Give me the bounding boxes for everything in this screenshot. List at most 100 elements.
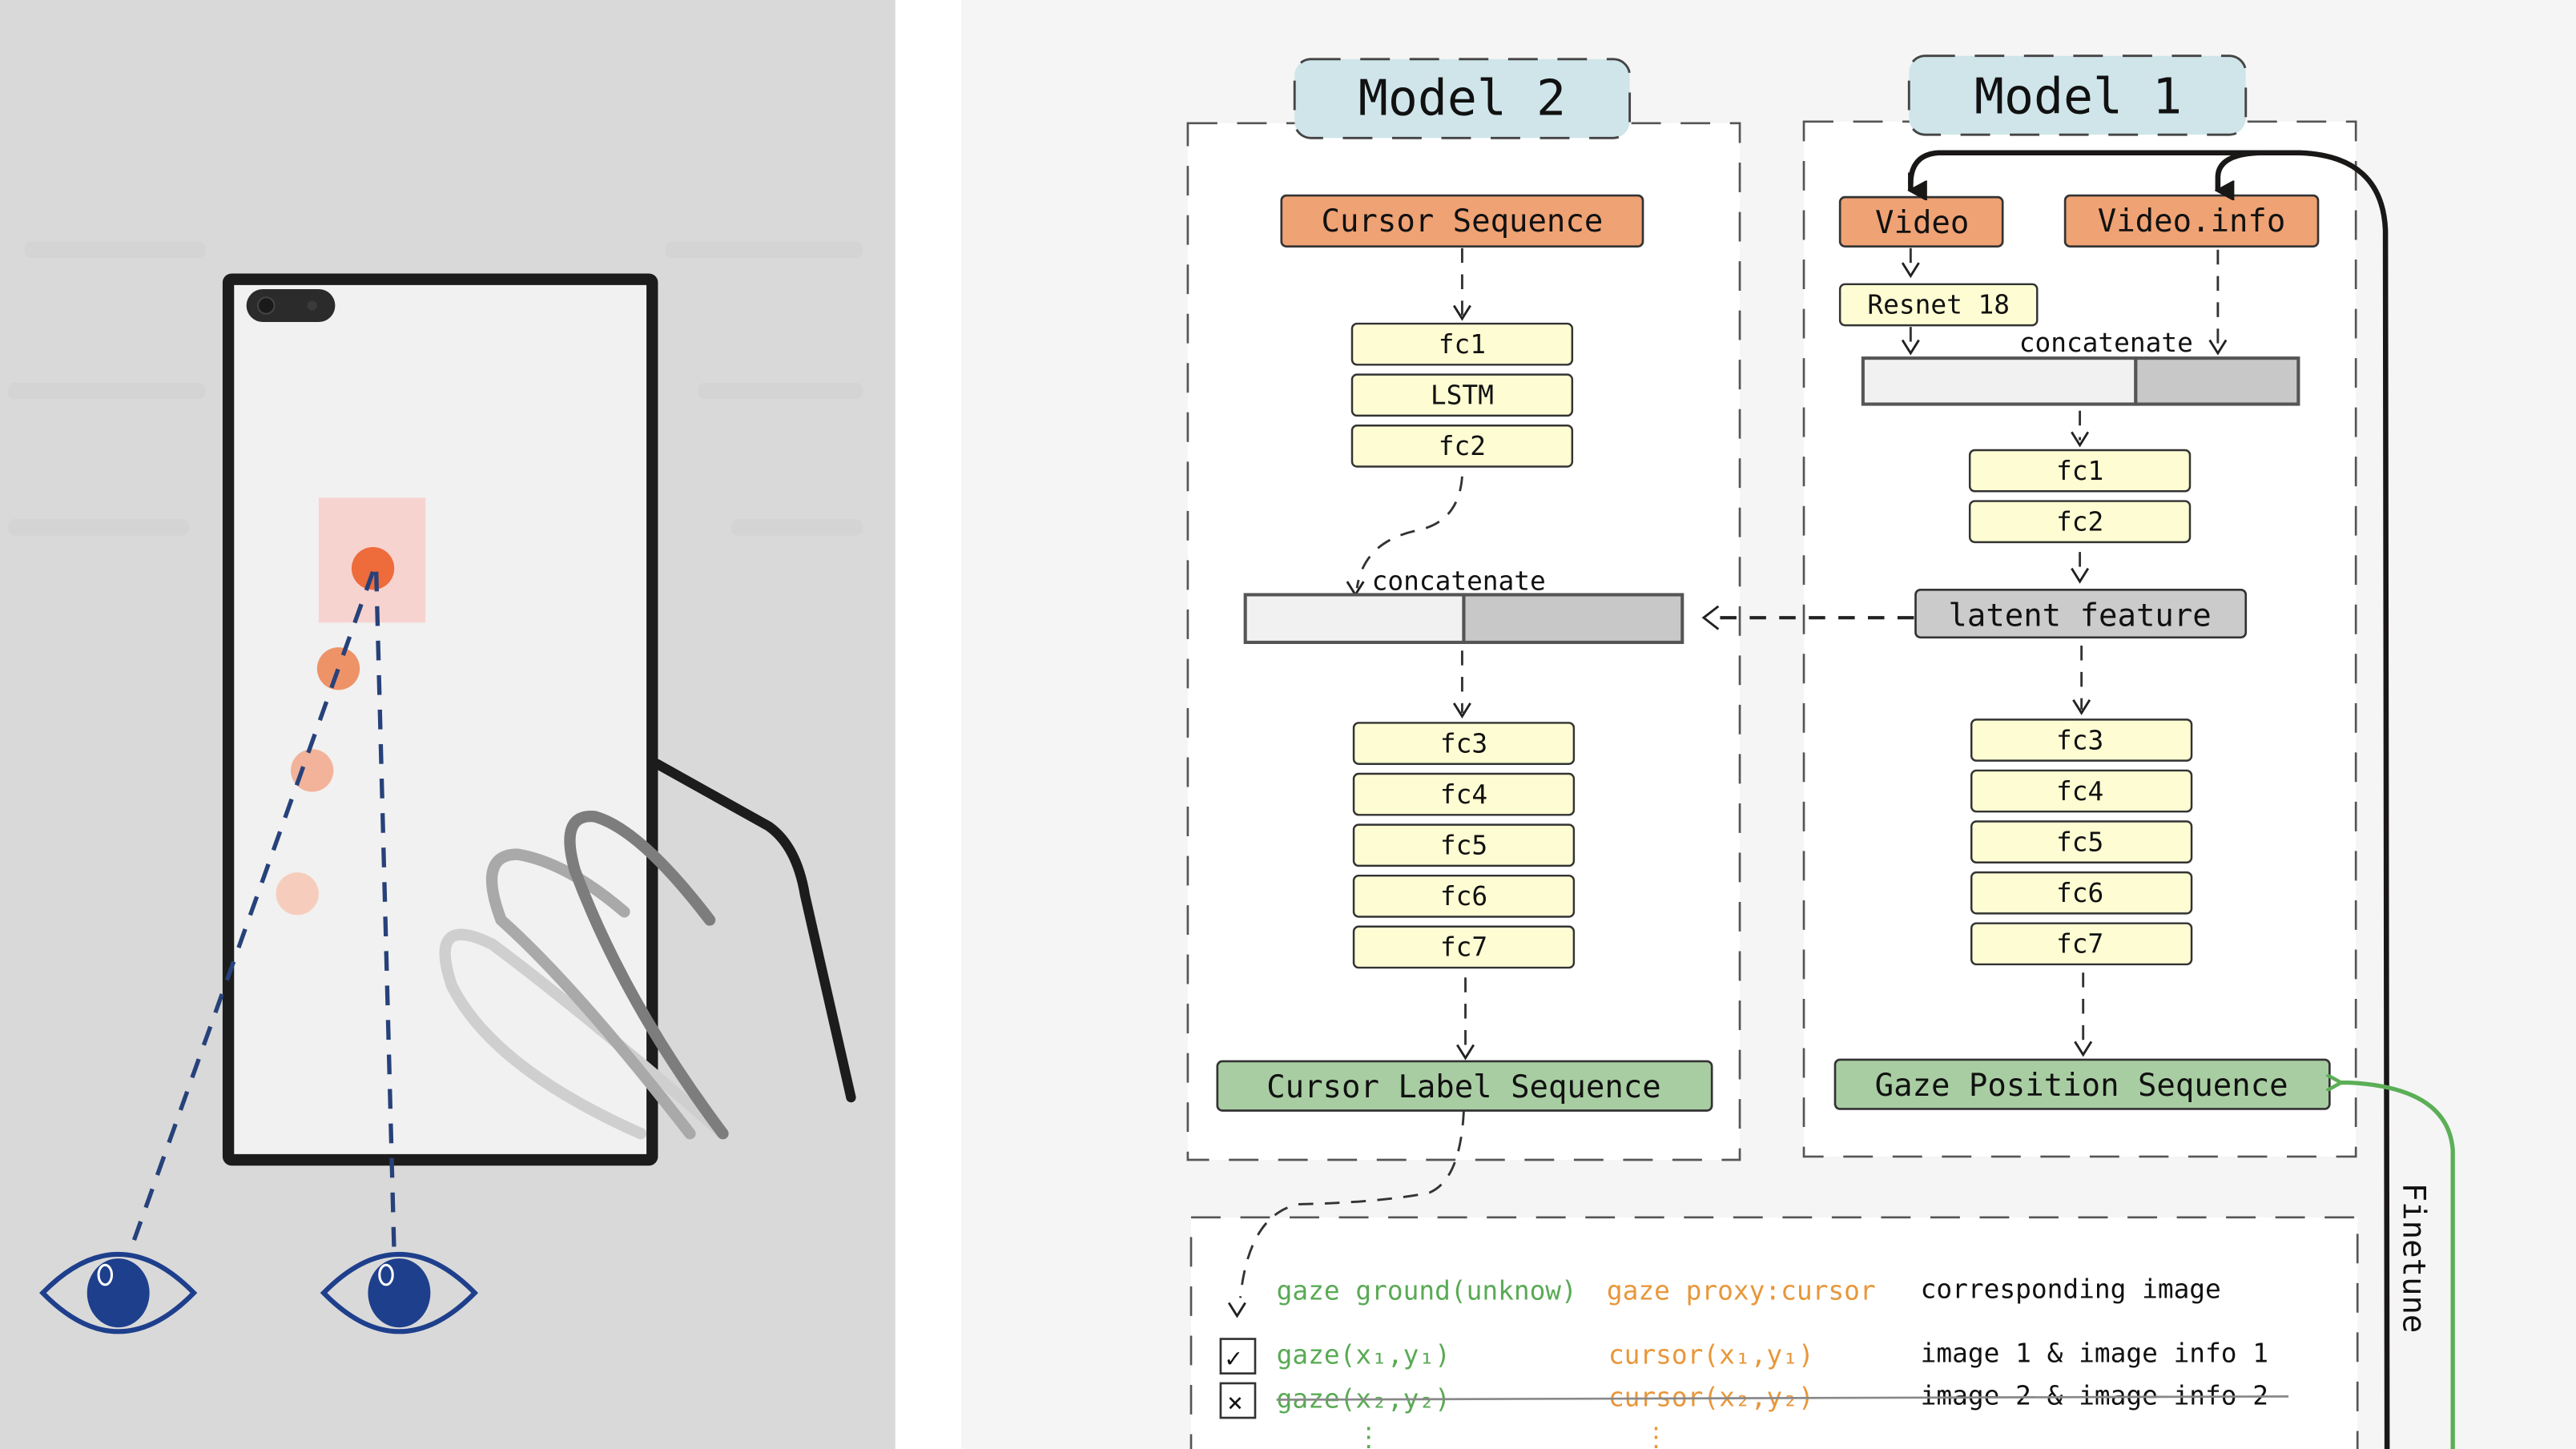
illustration-panel — [0, 0, 961, 1449]
layer-box[interactable] — [1352, 722, 1576, 765]
layer-label: fc2 — [1439, 431, 1486, 461]
model1-backbone-label: Resnet 18 — [1867, 290, 2010, 320]
eye-right — [320, 1251, 479, 1334]
layer-box[interactable] — [1352, 823, 1576, 867]
eye-left — [39, 1251, 198, 1334]
model2-bottom-layers: fc3 fc4 fc5 fc6 fc7 — [1352, 722, 1576, 969]
row-checkbox-checked[interactable] — [1219, 1338, 1257, 1375]
row-checkbox-rejected[interactable] — [1219, 1382, 1257, 1419]
table-row: ✓ gaze(x₁,y₁) cursor(x₁,y₁) image 1 & im… — [1219, 1338, 2268, 1375]
hand-outline — [652, 759, 856, 1103]
row-image: image 1 & image info 1 — [1921, 1338, 2268, 1368]
layer-label: fc3 — [2056, 725, 2103, 755]
model1-input-videoinfo[interactable] — [2063, 194, 2320, 248]
eye-pupil — [87, 1258, 150, 1328]
model1-input-videoinfo-label: Video.info — [2098, 203, 2286, 239]
gaze-line-right-eye — [374, 571, 396, 1258]
watermark-smudges — [8, 241, 863, 536]
eye-glint — [97, 1263, 114, 1286]
layer-label: fc6 — [1440, 881, 1487, 912]
row-gaze: gaze(x₁,y₁) — [1277, 1339, 1451, 1370]
layer-box[interactable] — [1968, 500, 2192, 544]
layer-box[interactable] — [1970, 718, 2193, 762]
cursor-trail — [276, 546, 395, 916]
layer-box[interactable] — [1350, 373, 1574, 417]
model1-concat-label: concatenate — [2019, 328, 2193, 358]
cross-icon: × — [1227, 1387, 1243, 1418]
camera-sensor — [307, 300, 317, 311]
finger-motion-2 — [485, 848, 696, 1140]
layer-box[interactable] — [1352, 874, 1576, 918]
layer-label: fc6 — [2056, 878, 2103, 908]
layer-label: fc4 — [1440, 779, 1487, 810]
model1-top-layers: fc1 fc2 — [1968, 449, 2192, 544]
model1-input-video-label: Video — [1875, 205, 1969, 241]
table-container — [1189, 1216, 2359, 1449]
model1-backbone-box[interactable] — [1838, 283, 2039, 327]
layer-box[interactable] — [1968, 449, 2192, 493]
gaze-lines — [126, 570, 396, 1258]
panel-gap — [895, 0, 961, 1449]
layer-label: fc5 — [2056, 827, 2103, 857]
layer-label: fc1 — [1439, 329, 1486, 360]
model1-latent-label: latent feature — [1948, 598, 2211, 634]
model2-output-label: Cursor Label Sequence — [1266, 1069, 1660, 1105]
model1-title: Model 1 — [1974, 68, 2182, 126]
model2-concat-vector — [1243, 593, 1684, 644]
layer-box[interactable] — [1352, 925, 1576, 969]
layer-label: fc7 — [1440, 932, 1487, 963]
phone-screen — [222, 273, 658, 1166]
finetune-label: Finetune — [2396, 1183, 2432, 1334]
layer-box[interactable] — [1352, 772, 1576, 816]
eye-pupil — [368, 1258, 431, 1328]
model1-latent-box[interactable] — [1914, 588, 2248, 639]
layer-label: fc5 — [1440, 831, 1487, 861]
cursor-dot-trail — [276, 872, 319, 916]
model1-output-label: Gaze Position Sequence — [1875, 1068, 2288, 1104]
gaze-line-left-eye — [126, 570, 376, 1258]
model2-input-box[interactable] — [1280, 194, 1644, 248]
model1-title-badge — [1907, 54, 2248, 136]
layer-box[interactable] — [1350, 322, 1574, 366]
table-header: gaze ground(unknow) gaze proxy:cursor co… — [1277, 1274, 2221, 1306]
layer-label: fc3 — [1440, 728, 1487, 759]
model2-title-badge — [1293, 58, 1632, 139]
layer-box[interactable] — [1970, 922, 2193, 966]
finetune-arrow — [2340, 1083, 2455, 1449]
cursor-dot-trail — [291, 749, 334, 792]
layer-label: fc1 — [2056, 456, 2103, 486]
feedback-loop — [1908, 150, 2455, 1449]
header-gaze-ground: gaze ground(unknow) — [1277, 1275, 1577, 1306]
row-strikethrough — [1276, 1395, 2289, 1401]
layer-box[interactable] — [1970, 769, 2193, 813]
model1-panel: Model 1 Video Video.info Resnet 18 conca… — [1701, 54, 2357, 1158]
model1-container — [1802, 120, 2357, 1158]
row-cursor: cursor(x₁,y₁) — [1608, 1339, 1814, 1370]
layer-label: LSTM — [1431, 380, 1494, 411]
eye-glint — [378, 1263, 394, 1286]
model2-concat-label: concatenate — [1372, 566, 1546, 596]
layer-box[interactable] — [1970, 820, 2193, 864]
ellipsis-gaze: ⋮ — [1355, 1422, 1382, 1449]
layer-box[interactable] — [1350, 424, 1574, 468]
hand — [439, 759, 856, 1140]
layer-label: fc4 — [2056, 776, 2103, 807]
camera-lens — [256, 296, 276, 315]
table-row: × gaze(x₂,y₂) cursor(x₂,y₂) image 2 & im… — [1219, 1381, 2289, 1419]
eye-icon — [320, 1251, 479, 1334]
header-gaze-proxy: gaze proxy:cursor — [1607, 1275, 1876, 1306]
model1-bottom-layers: fc3 fc4 fc5 fc6 fc7 — [1970, 718, 2193, 966]
model2-output-box[interactable] — [1216, 1060, 1713, 1112]
eye-icon — [39, 1251, 198, 1334]
model2-input-label: Cursor Sequence — [1322, 203, 1604, 239]
header-corresponding-image: corresponding image — [1921, 1274, 2221, 1304]
layer-label: fc2 — [2056, 506, 2103, 537]
phone — [222, 273, 658, 1166]
pseudo-label-table: gaze ground(unknow) gaze proxy:cursor co… — [1189, 1110, 2359, 1449]
model2-title: Model 2 — [1358, 70, 1566, 127]
cursor-dot-current — [351, 546, 395, 590]
feedback-line — [1908, 150, 2390, 1449]
layer-label: fc7 — [2056, 929, 2103, 960]
layer-box[interactable] — [1970, 871, 2193, 915]
